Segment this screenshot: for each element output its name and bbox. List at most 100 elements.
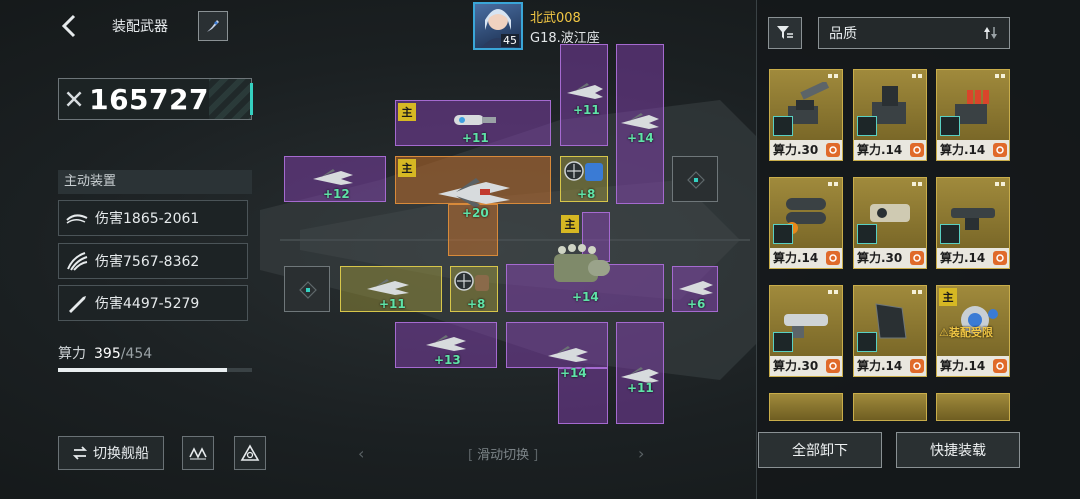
card-stat: 算力.14: [854, 140, 926, 160]
sort-label: 品质: [829, 26, 857, 42]
main-badge: 主: [398, 159, 416, 177]
capacity-title: 算力: [58, 346, 86, 362]
equipment-card[interactable]: 算力.14: [853, 69, 927, 161]
fighter-icon: [426, 335, 466, 351]
slot-bonus: +11: [462, 131, 489, 145]
weapon-slot[interactable]: +13: [395, 322, 497, 368]
heavy-fighter-icon: [438, 178, 510, 208]
weapon-slot-extension[interactable]: [558, 368, 608, 424]
combat-power-box: 165727: [58, 78, 253, 120]
power-box-accent: [250, 83, 253, 115]
equipment-card[interactable]: 算力.14: [769, 177, 843, 269]
weapon-slot[interactable]: +14: [616, 44, 664, 204]
slot-bonus: +11: [379, 297, 406, 311]
skill-damage-text: 伤害4497-5279: [95, 296, 200, 312]
shield-generator-icon: [961, 306, 998, 334]
fighter-icon: [621, 113, 659, 129]
rocket-icon: [207, 20, 219, 32]
card-type-icon: [940, 116, 960, 136]
gear-icon: [993, 359, 1007, 373]
fighter-icon: [621, 367, 659, 383]
restricted-warning: ⚠装配受限: [939, 326, 993, 339]
switch-ship-button[interactable]: 切换舰船: [58, 436, 164, 470]
card-dots: [912, 74, 922, 78]
equipment-card[interactable]: 算力.14: [936, 69, 1010, 161]
player-avatar[interactable]: 45: [473, 2, 523, 50]
crosshair-device-icon: [454, 271, 489, 291]
equipment-card[interactable]: 算力.30: [853, 177, 927, 269]
skill-row-2[interactable]: 伤害7567-8362: [58, 243, 248, 279]
gear-icon: [993, 143, 1007, 157]
empty-slot[interactable]: [284, 266, 330, 312]
card-stat: 算力.14: [937, 248, 1009, 268]
skill-row-3[interactable]: 伤害4497-5279: [58, 285, 248, 321]
twin-cannon-icon: [788, 82, 830, 124]
equipment-card[interactable]: 算力.14: [936, 177, 1010, 269]
slot-connector[interactable]: 主: [561, 212, 610, 262]
sort-dropdown[interactable]: 品质: [818, 17, 1010, 49]
slot-bonus: +13: [434, 353, 461, 367]
capacity-bar: [58, 368, 252, 372]
card-dots: [828, 290, 838, 294]
card-type-icon: [773, 224, 793, 244]
gear-icon: [826, 251, 840, 265]
weapon-slot[interactable]: [506, 322, 608, 368]
slot-bonus: +8: [467, 297, 486, 311]
slot-bonus: +6: [687, 297, 706, 311]
weapon-slot[interactable]: +11: [340, 266, 442, 312]
card-stat: 算力.14: [770, 248, 842, 268]
sort-toggle-icon: [984, 27, 997, 39]
filter-button[interactable]: [768, 17, 802, 49]
weapon-slot[interactable]: +11: [616, 322, 664, 424]
main-weapon-slot-extension[interactable]: [448, 204, 498, 256]
fighter-icon: [367, 279, 409, 295]
card-stat: 算力.14: [854, 356, 926, 376]
formation-button[interactable]: [182, 436, 214, 470]
crossed-swords-icon: [66, 91, 82, 107]
gear-icon: [910, 359, 924, 373]
rocket-button[interactable]: [198, 11, 228, 41]
card-stat: 算力.30: [770, 356, 842, 376]
main-badge: 主: [398, 103, 416, 121]
gear-icon: [910, 251, 924, 265]
ship-silhouette: [260, 100, 760, 380]
laser-cannon-icon: [951, 208, 995, 230]
equipment-card[interactable]: 主 ⚠装配受限 算力.14: [936, 285, 1010, 377]
swipe-right-chevron-icon[interactable]: ›: [638, 444, 645, 463]
equipment-card-partial[interactable]: [769, 393, 843, 421]
card-type-icon: [773, 116, 793, 136]
equipment-card-partial[interactable]: [853, 393, 927, 421]
weapon-slot[interactable]: +6: [672, 266, 718, 312]
equipment-card[interactable]: 算力.30: [769, 285, 843, 377]
support-slot[interactable]: +8: [560, 156, 608, 202]
unequip-all-button[interactable]: 全部卸下: [758, 432, 882, 468]
fighter-icon: [679, 281, 713, 295]
missile-pod-icon: [554, 244, 610, 282]
equipment-card[interactable]: 算力.14: [853, 285, 927, 377]
card-dots: [995, 74, 1005, 78]
binocular-cannon-icon: [786, 198, 826, 234]
gear-icon: [826, 143, 840, 157]
weapon-slot[interactable]: +12: [284, 156, 386, 202]
weapon-slot[interactable]: +11: [560, 44, 608, 146]
support-slot[interactable]: +8: [450, 266, 498, 312]
missile-launcher-icon: [955, 90, 989, 124]
fleet-button[interactable]: [234, 436, 266, 470]
equipment-card-partial[interactable]: [936, 393, 1010, 421]
quick-equip-button[interactable]: 快捷装载: [896, 432, 1020, 468]
skill-row-1[interactable]: 伤害1865-2061: [58, 200, 248, 236]
main-weapon-slot[interactable]: 主 +11: [395, 100, 551, 146]
equipment-card[interactable]: 算力.30: [769, 69, 843, 161]
active-devices-label: 主动装置: [58, 170, 252, 194]
card-dots: [912, 182, 922, 186]
capacity-current: 395: [94, 346, 121, 362]
skill-damage-text: 伤害1865-2061: [95, 211, 200, 227]
slot-bonus: +8: [577, 187, 596, 201]
player-name: 北武008: [530, 11, 581, 26]
back-arrow-icon[interactable]: [56, 12, 84, 40]
swipe-left-chevron-icon[interactable]: ‹: [358, 444, 365, 463]
card-dots: [912, 290, 922, 294]
card-stat: 算力.30: [854, 248, 926, 268]
empty-slot[interactable]: [672, 156, 718, 202]
